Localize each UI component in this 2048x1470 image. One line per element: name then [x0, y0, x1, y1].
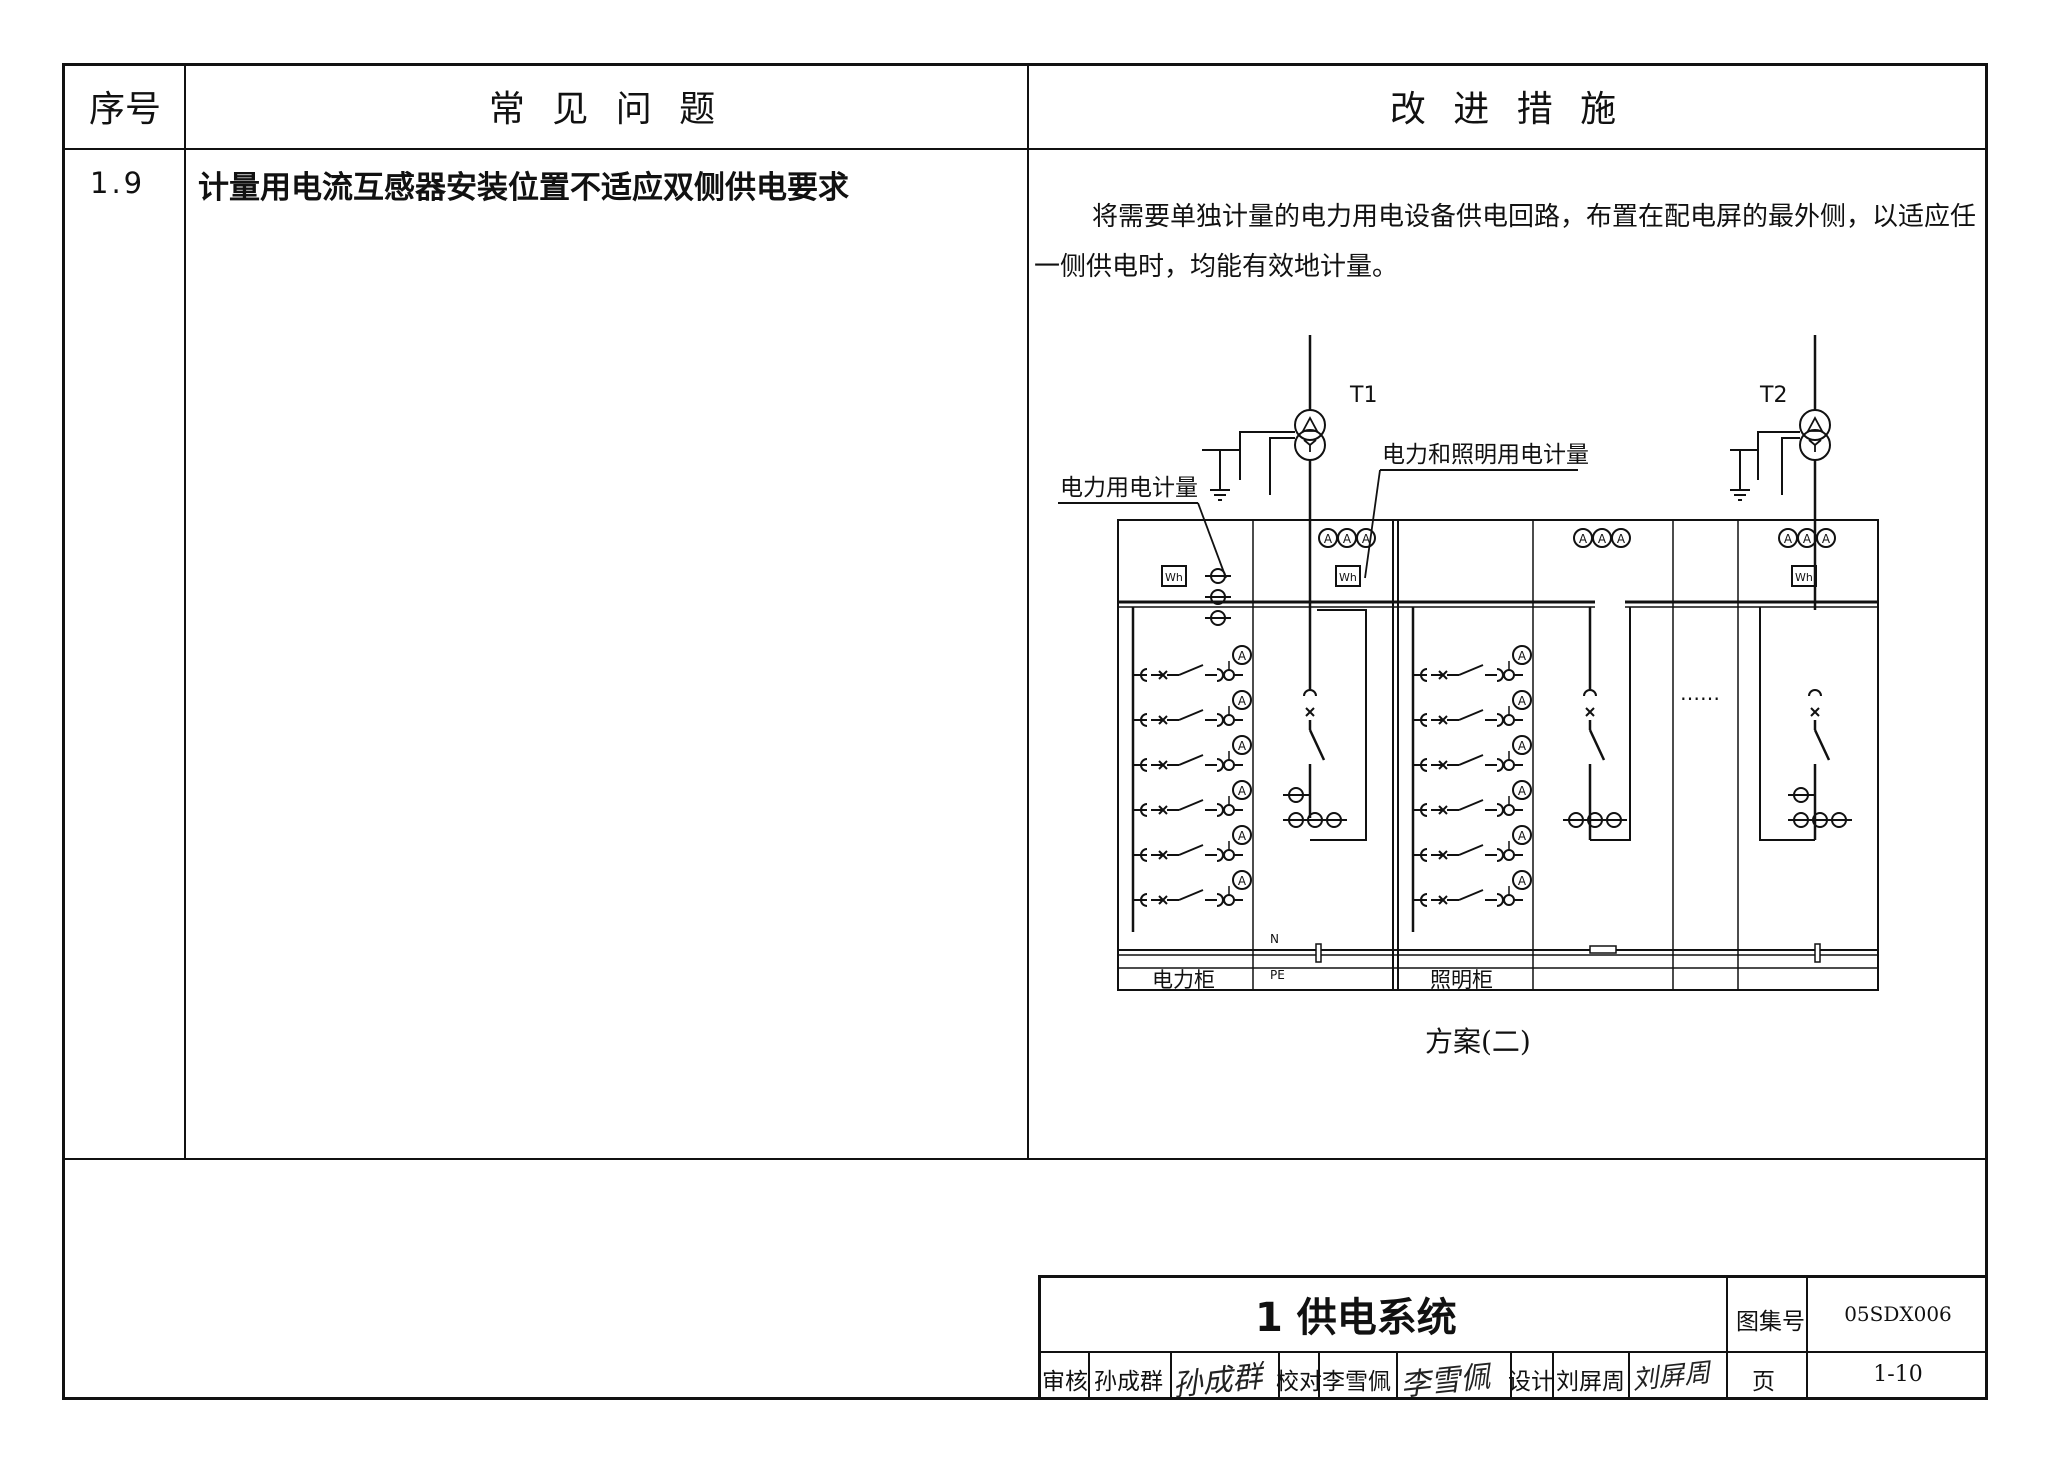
- atlas-no-label: 图集号: [1736, 1309, 1805, 1335]
- check-label: 校对: [1276, 1369, 1322, 1395]
- label-power-metering: 电力用电计量: [1060, 475, 1198, 501]
- power-cabinet-label: 电力柜: [1152, 968, 1215, 992]
- power-cabinet-meter: Wh: [1161, 565, 1232, 626]
- transformer-t2: T2: [1730, 335, 1831, 610]
- incomer-panel-1: Wh: [1282, 528, 1376, 841]
- svg-text:Wh: Wh: [1165, 571, 1183, 584]
- svg-text:Wh: Wh: [1339, 571, 1357, 584]
- atlas-no: 05SDX006: [1844, 1302, 1952, 1326]
- label-power-lighting-metering: 电力和照明用电计量: [1382, 442, 1589, 468]
- n-label: N: [1270, 932, 1279, 946]
- checker-signature: 李雪佩: [1398, 1359, 1492, 1404]
- t2-label: T2: [1759, 383, 1787, 408]
- header-problem: 常 见 问 题: [488, 89, 724, 130]
- transformer-t1: T1: [1202, 335, 1377, 610]
- row-improvement-line1: 将需要单独计量的电力用电设备供电回路，布置在配电屏的最外侧，以适应任: [1092, 202, 1977, 232]
- designer: 刘屏周: [1556, 1369, 1625, 1395]
- designer-signature: 刘屏周: [1630, 1357, 1712, 1396]
- page-no: 1-10: [1873, 1362, 1923, 1387]
- single-line-diagram: A T1 T2: [1058, 335, 1879, 992]
- lighting-cabinet-feeders: [1411, 607, 1532, 932]
- page-label: 页: [1752, 1369, 1775, 1395]
- svg-text:Wh: Wh: [1795, 571, 1813, 584]
- ellipsis: ……: [1680, 681, 1720, 705]
- header-seq: 序号: [88, 89, 161, 130]
- bus-coupler-panel: [1562, 528, 1631, 841]
- row-improvement-line2: 一侧供电时，均能有效地计量。: [1034, 252, 1399, 282]
- pe-label: PE: [1270, 968, 1285, 982]
- reviewer-signature: 孙成群: [1170, 1359, 1264, 1404]
- incomer-panel-2: Wh: [1759, 528, 1853, 841]
- row-problem: 计量用电流互感器安装位置不适应双侧供电要求: [198, 170, 849, 206]
- power-cabinet-feeders: [1131, 607, 1252, 932]
- t1-label: T1: [1349, 383, 1377, 408]
- design-label: 设计: [1508, 1369, 1554, 1395]
- switchboard: N PE 电力柜 照明柜: [1117, 519, 1879, 992]
- checker: 李雪佩: [1322, 1369, 1391, 1395]
- diagram-caption: 方案(二): [1425, 1025, 1531, 1058]
- reviewer: 孙成群: [1094, 1369, 1163, 1395]
- header-improvement: 改 进 措 施: [1389, 89, 1625, 130]
- review-label: 审核: [1042, 1369, 1088, 1395]
- lighting-cabinet-label: 照明柜: [1430, 968, 1493, 992]
- row-seq: 1.9: [90, 166, 146, 200]
- title-block-title: 1 供电系统: [1255, 1295, 1457, 1341]
